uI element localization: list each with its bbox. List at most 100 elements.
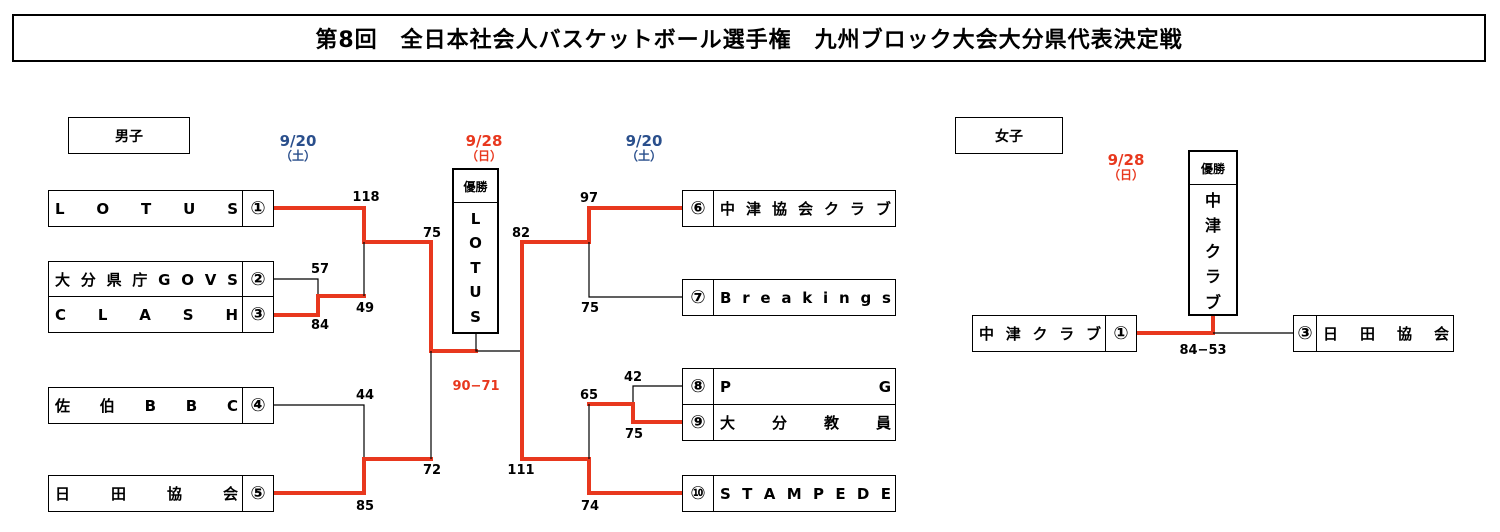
name-char: 日	[1323, 325, 1339, 343]
name-char: B	[720, 288, 732, 307]
name-char: B	[144, 396, 156, 415]
name-char: e	[760, 288, 771, 307]
seed-number: ①	[242, 191, 273, 226]
name-char: 田	[1359, 325, 1375, 343]
date-text: 9/28	[465, 132, 503, 150]
team-oita-kyoin: ⑨ 大 分 教 員	[682, 404, 896, 441]
name-char: r	[742, 288, 750, 307]
men-section-label: 男子	[68, 117, 190, 154]
name-char: 田	[110, 485, 126, 503]
score-lotus-r1: 118	[352, 190, 380, 205]
score-rsf-nakatsu: 82	[511, 226, 531, 241]
champion-char: 津	[1204, 216, 1221, 235]
name-char: S	[227, 270, 238, 289]
men-champion-box: 優勝 L O T U S	[452, 168, 499, 334]
champion-char: 中	[1204, 190, 1221, 210]
name-char: 分	[771, 414, 787, 432]
name-char: S	[720, 484, 731, 503]
line-breakings-r1	[588, 242, 682, 298]
seed-number: ⑦	[683, 280, 714, 315]
line-clash-r1	[272, 294, 366, 317]
name-char: T	[742, 484, 753, 503]
team-name: L O T U S	[49, 191, 242, 226]
name-char: C	[55, 305, 67, 324]
name-char: ク	[1032, 325, 1048, 343]
seed-number: ③	[1294, 316, 1317, 351]
name-char: B	[185, 396, 198, 415]
name-char: S	[182, 305, 194, 324]
name-char: g	[860, 288, 872, 307]
name-char: ク	[823, 200, 839, 218]
name-char: 伯	[99, 397, 115, 415]
seed-number: ②	[242, 262, 273, 297]
line-hita-r1	[272, 457, 433, 495]
name-char: A	[139, 305, 151, 324]
name-char: A	[763, 484, 776, 503]
score-women-final: 84−53	[1179, 343, 1227, 358]
line-women-winner	[1135, 314, 1215, 335]
team-pg: ⑧ P G	[682, 368, 896, 405]
champion-char: O	[469, 234, 482, 252]
name-char: 日	[55, 485, 71, 503]
name-char: M	[786, 484, 802, 503]
champion-name: L O T U S	[454, 203, 497, 332]
name-char: G	[878, 377, 891, 396]
name-char: T	[141, 199, 152, 218]
team-name: 日 田 協 会	[1317, 316, 1453, 351]
women-final-date: 9/28 （日）	[1108, 153, 1145, 183]
date-text: 9/28	[1107, 151, 1145, 169]
date-text: 9/20	[279, 132, 317, 150]
team-nakatsu-club: 中 津 ク ラ ブ ①	[972, 315, 1137, 352]
score-rsf-kyoin: 65	[579, 388, 599, 403]
women-champion-box: 優勝 中 津 ク ラ ブ	[1188, 150, 1238, 316]
team-name: C L A S H	[49, 297, 242, 332]
name-char: ラ	[1059, 325, 1075, 343]
score-saiki-r1: 44	[355, 388, 375, 403]
name-char: 会	[1433, 325, 1449, 343]
name-char: 分	[80, 271, 96, 289]
line-govs-r1	[274, 278, 319, 296]
name-char: D	[856, 484, 870, 503]
name-char: 教	[823, 414, 839, 432]
score-hita-r1: 85	[355, 499, 375, 514]
team-name: 大 分 県 庁 G O V S	[49, 262, 242, 297]
score-sf1-clash: 49	[355, 301, 375, 316]
seed-number: ⑨	[683, 405, 714, 440]
day-text: （日）	[465, 149, 503, 163]
name-char: ブ	[1085, 325, 1101, 343]
team-saiki-bbc: 佐 伯 B B C ④	[48, 387, 274, 424]
champion-header: 優勝	[454, 170, 497, 203]
name-char: 中	[720, 200, 736, 218]
name-char: 協	[771, 200, 787, 218]
name-char: 大	[55, 271, 71, 289]
name-char: a	[781, 288, 792, 307]
team-name: 中 津 協 会 ク ラ ブ	[714, 191, 895, 226]
name-char: 津	[745, 200, 761, 218]
score-lsf-hita: 72	[422, 463, 442, 478]
champion-char: L	[470, 209, 481, 228]
line-champion-stem	[475, 334, 522, 352]
name-char: E	[880, 484, 891, 503]
champion-header: 優勝	[1190, 152, 1236, 185]
champion-name: 中 津 ク ラ ブ	[1190, 185, 1236, 314]
team-name: B r e a k i n g s	[714, 280, 895, 315]
line-kyoin-r1	[587, 402, 684, 424]
name-char: O	[181, 270, 194, 289]
name-char: s	[881, 288, 891, 307]
name-char: i	[823, 288, 829, 307]
men-right-date: 9/20 （土）	[626, 134, 663, 164]
name-char: C	[226, 396, 238, 415]
score-lsf-lotus: 75	[422, 226, 442, 241]
team-stampede: ⑩ S T A M P E D E	[682, 475, 896, 512]
score-govs-r1: 57	[310, 262, 330, 277]
day-text: （土）	[279, 149, 317, 163]
team-women-hita-kyokai: ③ 日 田 協 会	[1293, 315, 1454, 352]
team-name: 大 分 教 員	[714, 405, 895, 440]
team-lotus: L O T U S ①	[48, 190, 274, 227]
name-char: S	[227, 199, 238, 218]
team-nakatsu-kyokai-club: ⑥ 中 津 協 会 ク ラ ブ	[682, 190, 896, 227]
men-left-date: 9/20 （土）	[280, 134, 317, 164]
name-char: ブ	[875, 200, 891, 218]
score-breakings-r1: 75	[580, 301, 600, 316]
